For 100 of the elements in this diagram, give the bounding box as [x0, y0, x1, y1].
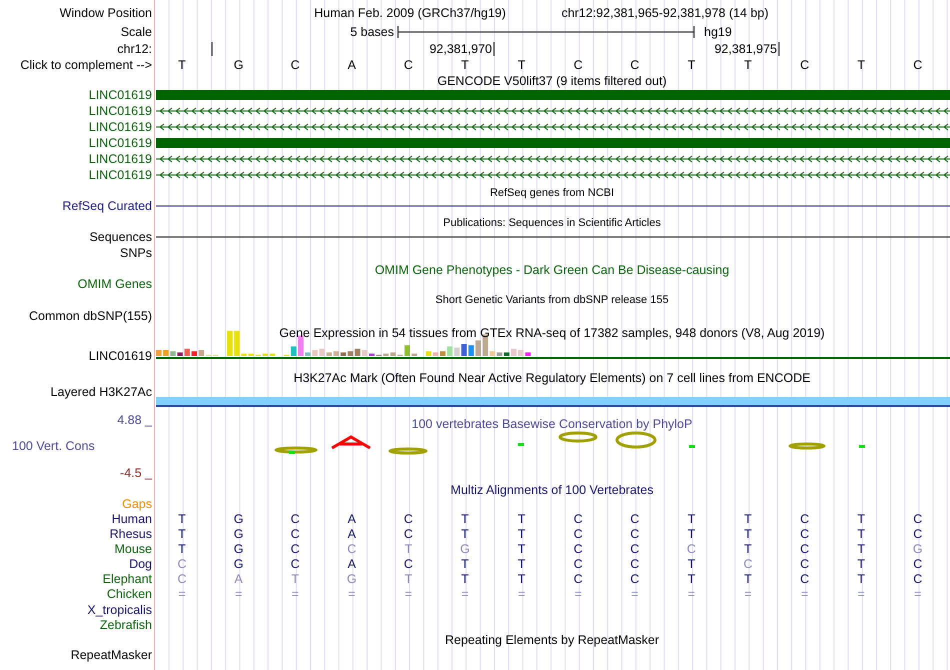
track-label: Click to complement --> — [20, 58, 152, 72]
aligned-base: A — [348, 512, 356, 526]
aligned-base: C — [404, 527, 413, 541]
aligned-base: C — [290, 527, 300, 541]
base-letter: C — [404, 58, 413, 72]
base-letter: T — [857, 58, 865, 72]
base-letter: T — [461, 58, 469, 72]
aligned-base: C — [290, 557, 300, 571]
aligned-base: T — [518, 527, 526, 541]
track-label: 100 Vert. Cons — [12, 439, 95, 453]
aligned-base: C — [630, 512, 640, 526]
position-text: Human Feb. 2009 (GRCh37/hg19) — [314, 6, 506, 20]
aligned-base: T — [518, 557, 526, 571]
track-title: Multiz Alignments of 100 Vertebrates — [450, 483, 654, 497]
aligned-base: T — [518, 512, 526, 526]
aligned-base: G — [234, 512, 244, 526]
gap-mark: = — [631, 587, 638, 601]
aligned-base: G — [460, 542, 470, 556]
aligned-base: T — [178, 542, 186, 556]
base-letter: T — [744, 58, 752, 72]
gap-mark: = — [178, 587, 186, 601]
aligned-base: T — [688, 512, 696, 526]
assembly-label: hg19 — [704, 25, 732, 39]
track-label: Window Position — [60, 6, 152, 20]
track-label: LINC01619 — [88, 88, 152, 102]
base-letter: A — [348, 58, 356, 72]
track-title: GENCODE V50lift37 (9 items filtered out) — [437, 74, 667, 88]
gap-mark: = — [914, 587, 922, 601]
aligned-base: T — [744, 527, 752, 541]
aligned-base: C — [800, 512, 810, 526]
aligned-base: C — [404, 512, 413, 526]
aligned-base: T — [857, 557, 865, 571]
aligned-base: C — [177, 557, 187, 571]
aligned-base: C — [630, 527, 640, 541]
aligned-base: T — [518, 542, 526, 556]
aligned-base: C — [574, 572, 583, 586]
aligned-base: T — [857, 542, 865, 556]
aligned-base: T — [461, 527, 469, 541]
axis-value: -4.5 _ — [120, 466, 152, 480]
gap-mark: = — [574, 587, 582, 601]
aligned-base: C — [913, 557, 922, 571]
track-label: Chicken — [106, 587, 152, 601]
base-letter: G — [234, 58, 244, 72]
track-label: Elephant — [102, 572, 152, 586]
aligned-base: C — [743, 557, 753, 571]
coordinate-label: 92,381,970 — [429, 42, 492, 56]
track-title: 100 vertebrates Basewise Conservation by PhyloP — [412, 417, 692, 431]
base-letter: C — [630, 58, 640, 72]
aligned-base: T — [461, 512, 469, 526]
track-label: Gaps — [122, 497, 152, 511]
aligned-base: C — [800, 572, 810, 586]
aligned-base: C — [800, 557, 810, 571]
aligned-base: T — [291, 572, 299, 586]
aligned-base: A — [234, 572, 243, 586]
aligned-base: T — [744, 542, 752, 556]
gap-mark: = — [461, 587, 469, 601]
track-label: chr12: — [117, 42, 152, 56]
base-letter: T — [178, 58, 186, 72]
aligned-base: C — [574, 527, 583, 541]
aligned-base: C — [913, 527, 922, 541]
track-label: OMIM Genes — [78, 277, 152, 291]
aligned-base: C — [686, 542, 696, 556]
track-label: LINC01619 — [88, 120, 152, 134]
track-title: Publications: Sequences in Scientific Articles — [443, 216, 661, 230]
track-label: LINC01619 — [88, 168, 152, 182]
aligned-base: T — [857, 572, 865, 586]
track-label: Human — [112, 512, 152, 526]
track-label: LINC01619 — [88, 349, 152, 363]
aligned-base: G — [346, 572, 357, 586]
aligned-base: C — [630, 542, 640, 556]
aligned-base: T — [404, 572, 412, 586]
aligned-base: C — [630, 557, 640, 571]
aligned-base: G — [234, 542, 244, 556]
gap-mark: = — [234, 587, 242, 601]
base-letter: C — [913, 58, 922, 72]
base-letter: C — [290, 58, 300, 72]
aligned-base: T — [688, 527, 696, 541]
aligned-base: T — [857, 512, 865, 526]
track-label: X_tropicalis — [87, 603, 152, 617]
aligned-base: T — [178, 512, 186, 526]
aligned-base: G — [234, 557, 244, 571]
track-label: Scale — [120, 25, 152, 39]
track-title: H3K27Ac Mark (Often Found Near Active Regulatory Elements) on 7 cell lines from ENCODE — [294, 371, 810, 385]
aligned-base: T — [688, 557, 696, 571]
track-title: Gene Expression in 54 tissues from GTEx RNA-seq of 17382 samples, 948 donors (V8, Aug 2019) — [279, 326, 825, 340]
aligned-base: C — [347, 542, 356, 556]
track-label: SNPs — [120, 246, 152, 260]
aligned-base: C — [800, 542, 810, 556]
aligned-base: T — [461, 572, 469, 586]
aligned-base: C — [574, 557, 583, 571]
base-letter: C — [574, 58, 583, 72]
track-title: Short Genetic Variants from dbSNP release 155 — [435, 293, 669, 307]
aligned-base: T — [744, 512, 752, 526]
gap-mark: = — [292, 587, 299, 601]
track-title: OMIM Gene Phenotypes - Dark Green Can Be Disease-causing — [374, 263, 730, 277]
aligned-base: T — [461, 557, 469, 571]
aligned-base: C — [913, 512, 922, 526]
axis-value: 4.88 _ — [117, 413, 152, 427]
scale-label: 5 bases — [350, 25, 394, 39]
track-label: Common dbSNP(155) — [29, 309, 152, 323]
